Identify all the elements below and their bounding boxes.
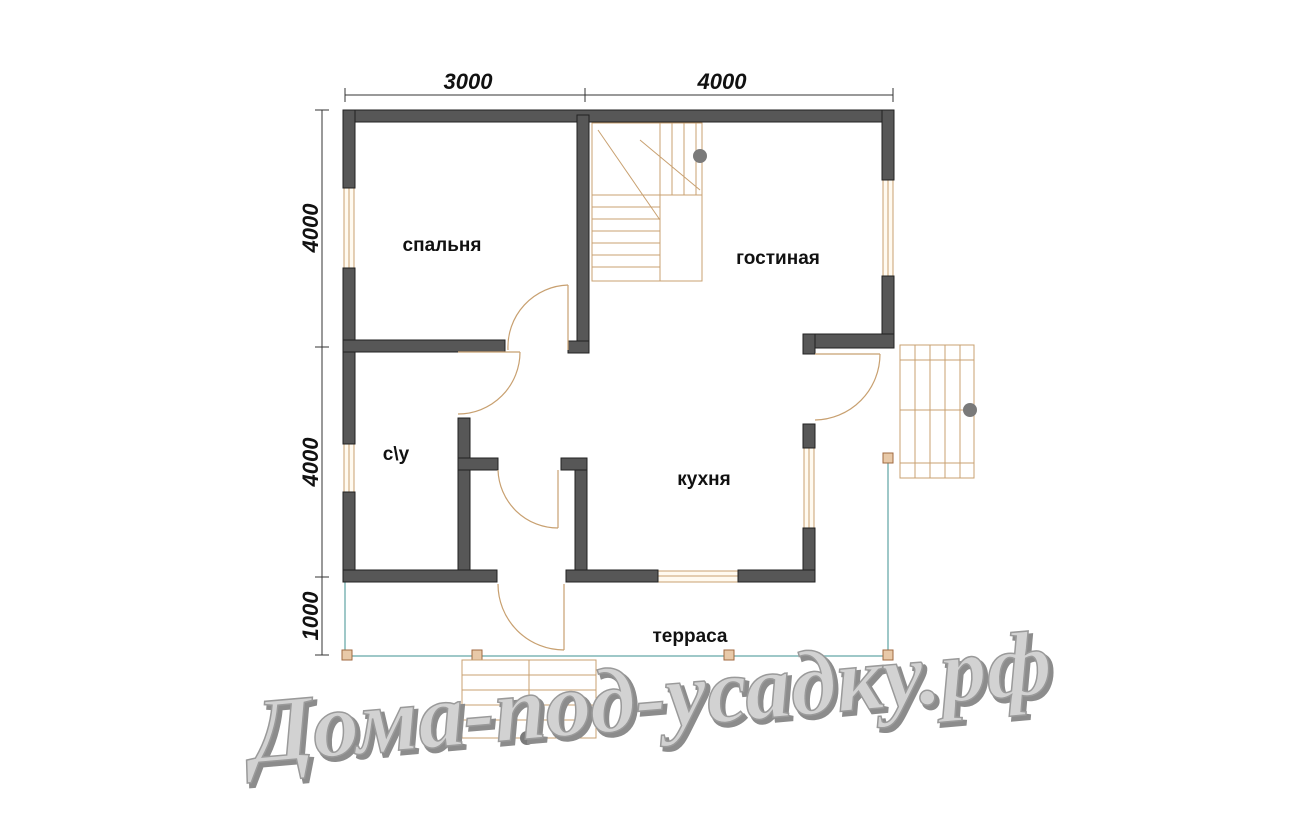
- room-label-living-room: гостиная: [736, 248, 820, 269]
- room-label-terrace: терраса: [652, 626, 727, 647]
- svg-text:Дома-под-усадку.рф: Дома-под-усадку.рф: [238, 611, 1055, 783]
- dimension-left-lower: 1000: [298, 591, 323, 641]
- walls: [342, 109, 895, 583]
- porch-steps-right: [899, 344, 977, 479]
- dimension-left-upper: 4000: [298, 203, 323, 254]
- room-label-bedroom: спальня: [403, 235, 482, 256]
- dimension-top-left: 3000: [444, 69, 494, 94]
- doors: [457, 284, 881, 651]
- staircase: [591, 122, 707, 282]
- watermark-logo: Дома-под-усадку.рф Дома-под-усадку.рф: [238, 610, 1061, 788]
- dimension-left-middle: 4000: [298, 437, 323, 488]
- porch-steps-bottom: [461, 659, 597, 745]
- room-label-bathroom: с\у: [383, 444, 410, 465]
- dimension-lines: [315, 88, 894, 656]
- terrace-outline: [341, 452, 894, 661]
- dimension-top-right: 4000: [697, 69, 748, 94]
- room-label-kitchen: кухня: [677, 469, 730, 490]
